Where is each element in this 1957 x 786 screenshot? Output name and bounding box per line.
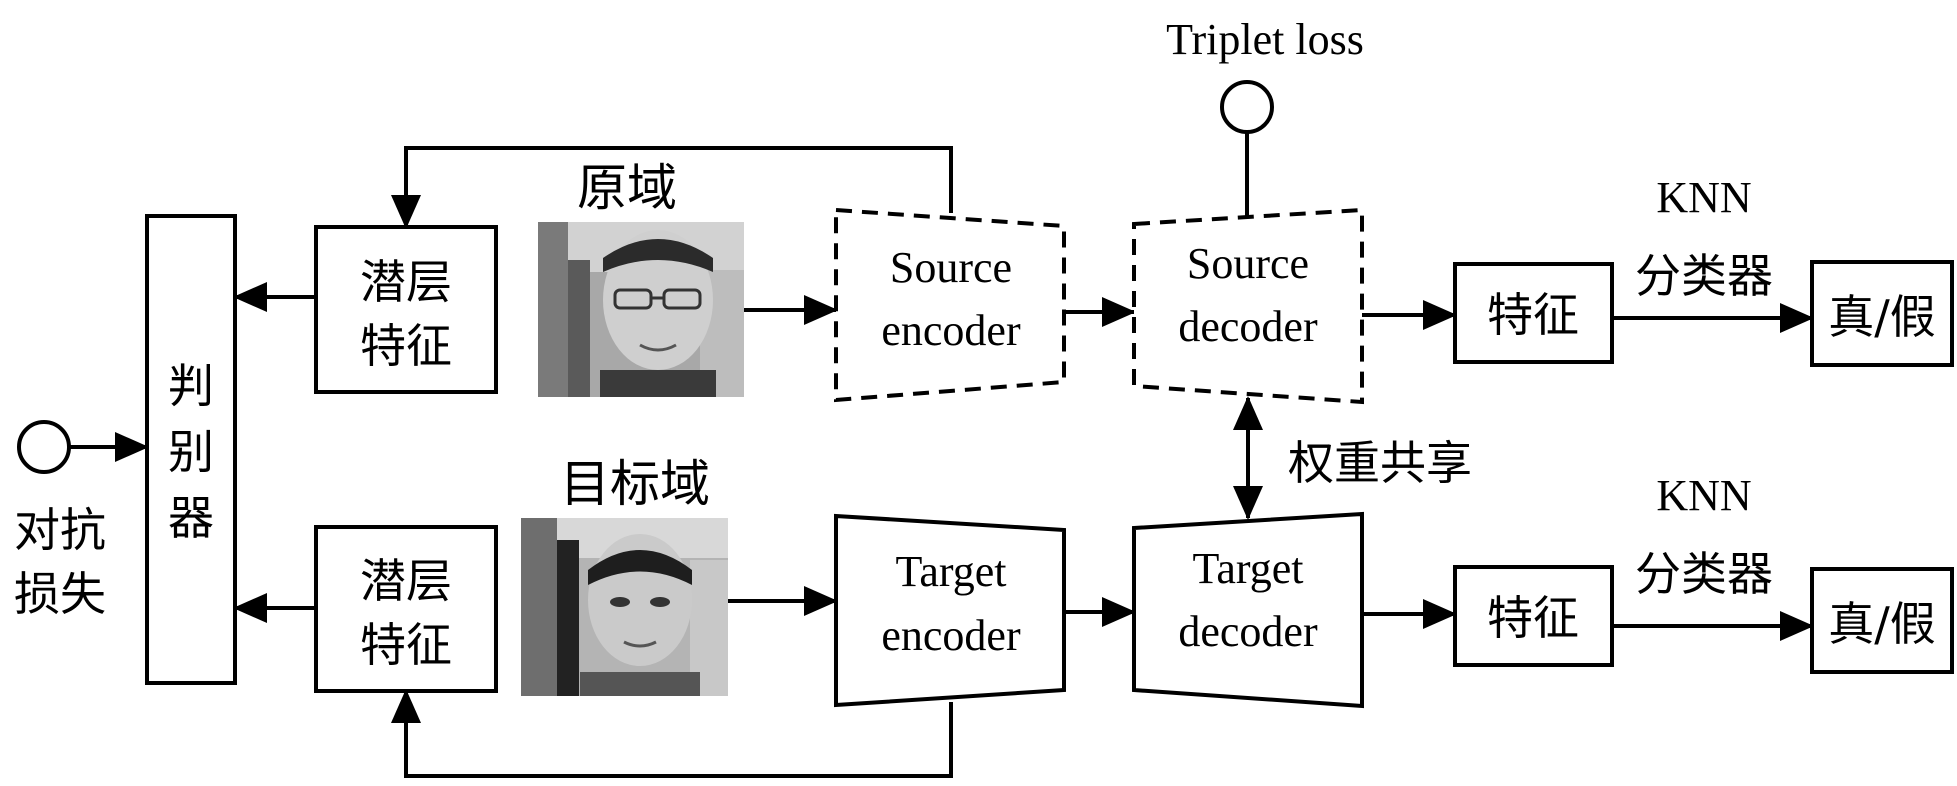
adversarial-loss-label-2: 损失 <box>14 567 106 621</box>
discriminator-label-2: 别 <box>168 425 214 479</box>
triplet-loss-label: Triplet loss <box>1166 15 1364 64</box>
source-decoder-label-2: decoder <box>1178 302 1318 351</box>
feature-bottom-label: 特征 <box>1487 591 1579 645</box>
knn-bottom-classifier-label: 分类器 <box>1635 547 1773 601</box>
latent-feature-top-label-1: 潜层 <box>360 255 452 309</box>
weight-sharing-label: 权重共享 <box>1288 436 1472 490</box>
source-face-image <box>538 222 744 397</box>
latent-feature-top-label-2: 特征 <box>360 319 452 373</box>
output-top-box <box>1810 260 1954 367</box>
source-decoder-label-1: Source <box>1187 239 1309 288</box>
target-face-image <box>521 518 728 696</box>
output-bottom-box <box>1810 567 1954 674</box>
target-encoder-to-latent-arrow <box>391 689 953 778</box>
source-encoder-box <box>834 207 1066 403</box>
knn-top-label: KNN <box>1656 173 1751 222</box>
discriminator-label-3: 器 <box>168 491 214 545</box>
target-encoder-label-2: encoder <box>881 611 1021 660</box>
latent-feature-bottom-box <box>314 525 498 693</box>
target-decoder-label-1: Target <box>1193 544 1304 593</box>
adversarial-loss-label-1: 对抗 <box>14 503 106 557</box>
feature-top-label: 特征 <box>1487 288 1579 342</box>
output-top-label: 真/假 <box>1828 290 1936 344</box>
source-domain-label: 原域 <box>577 159 677 217</box>
knn-top-classifier-label: 分类器 <box>1635 249 1773 303</box>
target-decoder-box <box>1132 511 1364 709</box>
feature-bottom-box <box>1453 565 1614 667</box>
output-bottom-label: 真/假 <box>1828 597 1936 651</box>
source-encoder-label-2: encoder <box>881 306 1021 355</box>
feature-top-box <box>1453 262 1614 364</box>
adversarial-loss-node <box>17 420 71 474</box>
discriminator-box <box>145 214 237 685</box>
latent-feature-bottom-label-1: 潜层 <box>360 554 452 608</box>
source-encoder-to-latent-arrow <box>391 146 953 229</box>
source-decoder-box <box>1132 207 1364 405</box>
triplet-loss-node <box>1220 80 1274 134</box>
source-encoder-label-1: Source <box>890 243 1012 292</box>
target-encoder-label-1: Target <box>896 547 1007 596</box>
target-encoder-box <box>834 513 1066 708</box>
discriminator-label-1: 判 <box>168 359 214 413</box>
knn-bottom-label: KNN <box>1656 471 1751 520</box>
target-decoder-label-2: decoder <box>1178 607 1318 656</box>
latent-feature-bottom-label-2: 特征 <box>360 618 452 672</box>
target-domain-label: 目标域 <box>560 455 710 513</box>
